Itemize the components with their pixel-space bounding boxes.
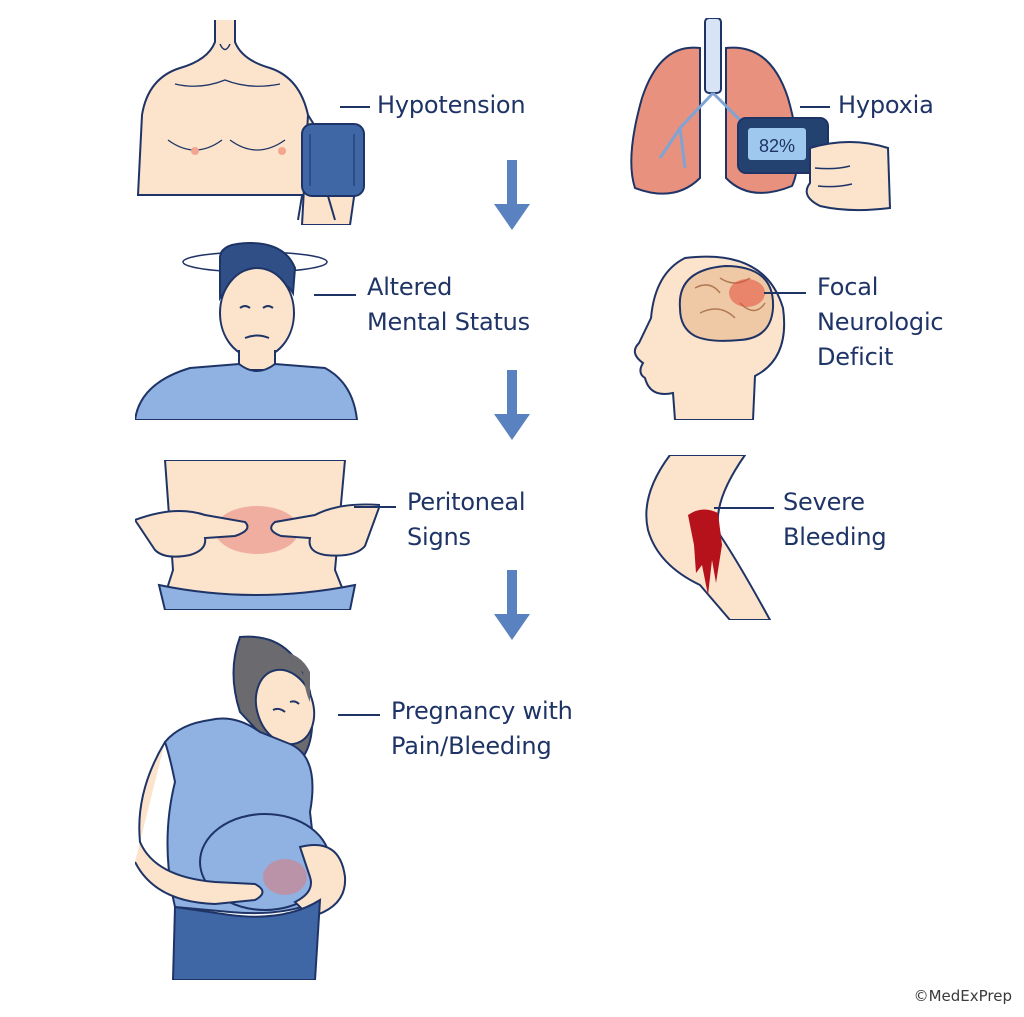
altered-mental-status-line1: Altered (367, 273, 453, 301)
focal-neurologic-deficit-line2: Neurologic (817, 308, 944, 336)
focal-neurologic-deficit-leader-line (764, 292, 806, 294)
pregnant-woman-icon (135, 635, 347, 980)
oximeter-reading: 82% (759, 136, 795, 156)
altered-mental-status-leader-line (314, 294, 356, 296)
peritoneal-signs-label: Peritoneal Signs (407, 485, 526, 555)
severe-bleeding-line1: Severe (783, 488, 865, 516)
blood-pressure-cuff-icon (136, 20, 365, 225)
focal-neurologic-deficit-label: Focal Neurologic Deficit (817, 270, 944, 375)
pregnancy-leader-line (338, 714, 380, 716)
hypotension-leader-line (340, 106, 370, 108)
pregnancy-label: Pregnancy with Pain/Bleeding (391, 694, 573, 764)
altered-mental-status-line2: Mental Status (367, 308, 530, 336)
hypoxia-leader-line (800, 106, 830, 108)
severe-bleeding-leader-line (714, 507, 774, 509)
hypoxia-label: Hypoxia (838, 88, 934, 123)
peritoneal-signs-line2: Signs (407, 523, 471, 551)
brain-icon (633, 255, 786, 420)
pregnancy-line2: Pain/Bleeding (391, 732, 552, 760)
focal-neurologic-deficit-line3: Deficit (817, 343, 894, 371)
pregnancy-line1: Pregnancy with (391, 697, 573, 725)
peritoneal-signs-leader-line (354, 506, 396, 508)
peritoneal-signs-line1: Peritoneal (407, 488, 526, 516)
down-arrow-icon (494, 570, 530, 640)
severe-bleeding-line2: Bleeding (783, 523, 887, 551)
altered-mental-status-label: Altered Mental Status (367, 270, 530, 340)
focal-neurologic-deficit-line1: Focal (817, 273, 879, 301)
copyright-watermark: ©MedExPrep (913, 987, 1012, 1005)
lungs-icon: 82% (630, 18, 892, 212)
hypotension-label: Hypotension (377, 88, 526, 123)
down-arrow-icon (494, 370, 530, 440)
dizzy-face-icon (135, 241, 359, 420)
hypoxia-label-text: Hypoxia (838, 91, 934, 119)
down-arrow-icon (494, 160, 530, 230)
bleeding-leg-icon (645, 455, 772, 620)
abdomen-hands-icon (135, 460, 380, 610)
hypotension-label-text: Hypotension (377, 91, 526, 119)
severe-bleeding-label: Severe Bleeding (783, 485, 887, 555)
